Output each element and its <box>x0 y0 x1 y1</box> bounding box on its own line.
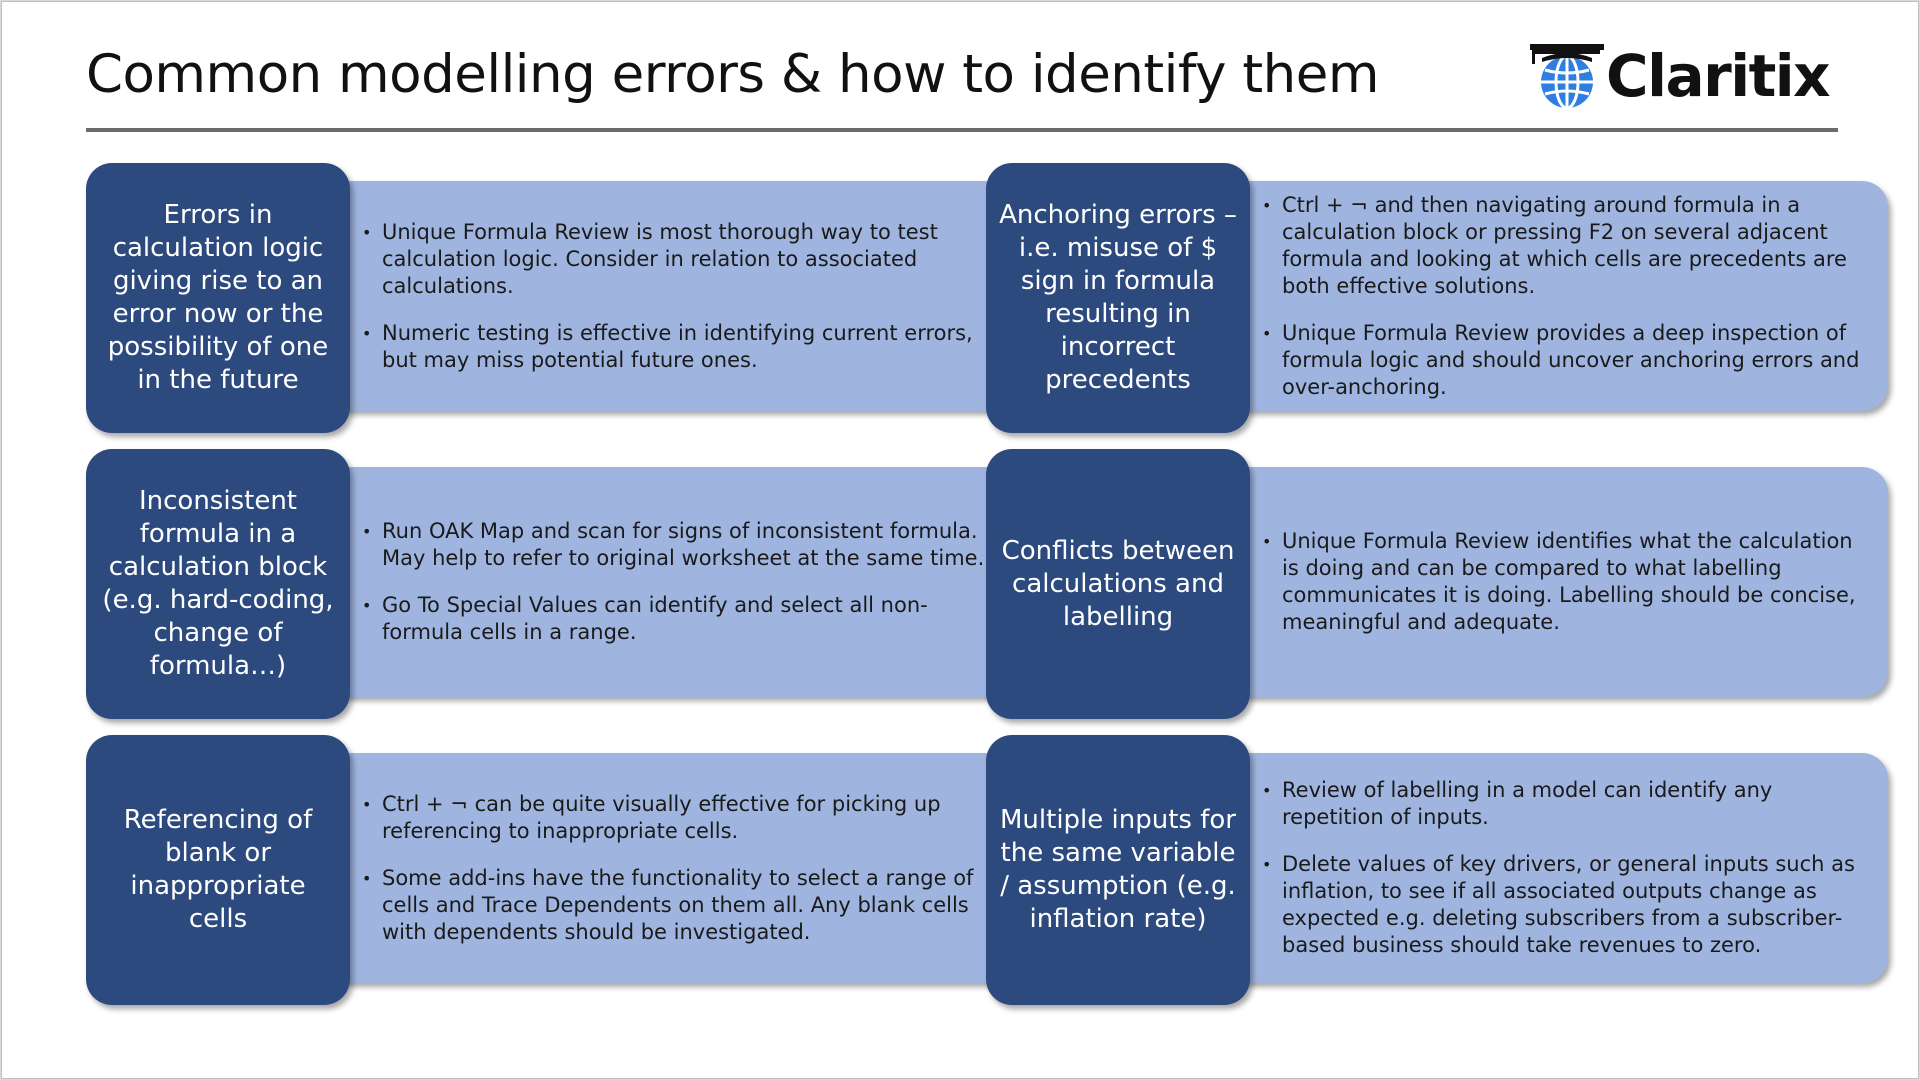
identification-box: Ctrl + ¬ and then navigating around form… <box>1226 181 1888 411</box>
error-card: Errors in calculation logic giving rise … <box>86 163 1022 433</box>
error-card: Inconsistent formula in a calculation bl… <box>86 449 1022 719</box>
identification-list: Ctrl + ¬ can be quite visually effective… <box>362 791 1002 946</box>
identification-bullet: Ctrl + ¬ can be quite visually effective… <box>362 791 1002 845</box>
identification-box: Ctrl + ¬ can be quite visually effective… <box>326 753 1022 983</box>
error-category-box: Referencing of blank or inappropriate ce… <box>86 735 350 1005</box>
identification-list: Run OAK Map and scan for signs of incons… <box>362 518 1002 646</box>
identification-list: Ctrl + ¬ and then navigating around form… <box>1262 192 1868 401</box>
error-category-label: Inconsistent formula in a calculation bl… <box>102 486 334 681</box>
error-card: Anchoring errors – i.e. misuse of $ sign… <box>986 163 1888 433</box>
error-card: Multiple inputs for the same variable / … <box>986 735 1888 1005</box>
title-divider <box>86 128 1838 132</box>
identification-bullet: Some add-ins have the functionality to s… <box>362 865 1002 946</box>
identification-box: Unique Formula Review identifies what th… <box>1226 467 1888 697</box>
error-category-label: Errors in calculation logic giving rise … <box>107 200 329 395</box>
identification-list: Review of labelling in a model can ident… <box>1262 777 1868 959</box>
identification-box: Review of labelling in a model can ident… <box>1226 753 1888 983</box>
error-category-box: Multiple inputs for the same variable / … <box>986 735 1250 1005</box>
identification-box: Unique Formula Review is most thorough w… <box>326 181 1022 411</box>
identification-bullet: Review of labelling in a model can ident… <box>1262 777 1868 831</box>
brand-logo: Claritix <box>1522 40 1842 110</box>
identification-list: Unique Formula Review is most thorough w… <box>362 219 1002 374</box>
identification-bullet: Run OAK Map and scan for signs of incons… <box>362 518 1002 572</box>
error-card: Referencing of blank or inappropriate ce… <box>86 735 1022 1005</box>
error-card: Conflicts between calculations and label… <box>986 449 1888 719</box>
identification-bullet: Unique Formula Review identifies what th… <box>1262 528 1868 636</box>
error-category-label: Conflicts between calculations and label… <box>1001 535 1235 632</box>
error-category-label: Referencing of blank or inappropriate ce… <box>123 805 313 934</box>
error-category-label: Anchoring errors – i.e. misuse of $ sign… <box>999 200 1237 395</box>
identification-bullet: Delete values of key drivers, or general… <box>1262 851 1868 959</box>
brand-name: Claritix <box>1606 42 1831 110</box>
globe-with-graduation-cap-icon <box>1530 44 1604 110</box>
identification-bullet: Unique Formula Review provides a deep in… <box>1262 320 1868 401</box>
identification-box: Run OAK Map and scan for signs of incons… <box>326 467 1022 697</box>
page-title: Common modelling errors & how to identif… <box>86 44 1379 105</box>
error-category-label: Multiple inputs for the same variable / … <box>1000 805 1236 934</box>
error-category-box: Errors in calculation logic giving rise … <box>86 163 350 433</box>
identification-bullet: Numeric testing is effective in identify… <box>362 320 1002 374</box>
error-category-box: Conflicts between calculations and label… <box>986 449 1250 719</box>
error-category-box: Anchoring errors – i.e. misuse of $ sign… <box>986 163 1250 433</box>
identification-bullet: Ctrl + ¬ and then navigating around form… <box>1262 192 1868 300</box>
identification-bullet: Unique Formula Review is most thorough w… <box>362 219 1002 300</box>
error-category-box: Inconsistent formula in a calculation bl… <box>86 449 350 719</box>
identification-list: Unique Formula Review identifies what th… <box>1262 528 1868 636</box>
identification-bullet: Go To Special Values can identify and se… <box>362 592 1002 646</box>
